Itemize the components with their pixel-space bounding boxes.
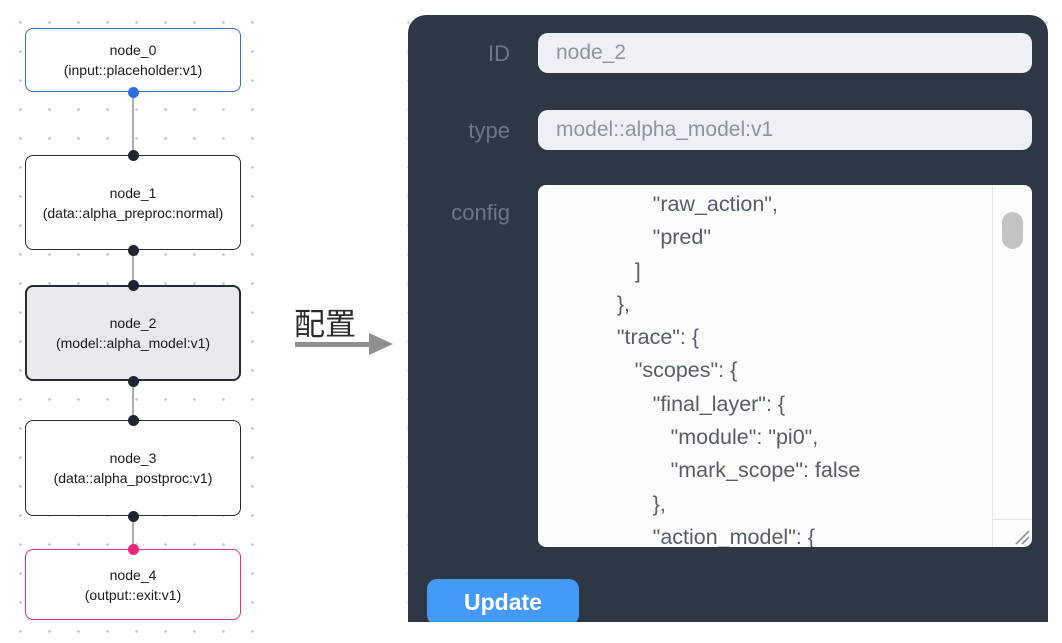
port-in-node_4[interactable] bbox=[128, 544, 139, 555]
id-input[interactable] bbox=[538, 33, 1032, 73]
port-in-node_1[interactable] bbox=[128, 150, 139, 161]
node-type-label: (output::exit:v1) bbox=[84, 586, 182, 603]
node-type-label: (data::alpha_postproc:v1) bbox=[53, 470, 213, 486]
port-out-node_2[interactable] bbox=[128, 376, 139, 387]
flow-node-node_2-selected[interactable]: node_2 (model::alpha_model:v1) bbox=[25, 285, 241, 381]
transition-label: 配置 bbox=[294, 307, 356, 342]
config-scrollbar-thumb[interactable] bbox=[1002, 212, 1023, 249]
port-in-node_3[interactable] bbox=[128, 415, 139, 426]
node-name: node_4 bbox=[109, 566, 157, 583]
id-field-label: ID bbox=[488, 41, 510, 66]
edge-node1-node2 bbox=[132, 250, 134, 285]
edge-node2-node3 bbox=[132, 381, 134, 420]
port-out-node_0[interactable] bbox=[128, 87, 139, 98]
config-scrollbar-corner-divider bbox=[992, 519, 1032, 520]
type-input[interactable] bbox=[538, 110, 1032, 150]
config-field-label: config bbox=[451, 200, 510, 225]
node-name: node_3 bbox=[109, 450, 157, 466]
flow-node-node_3[interactable]: node_3 (data::alpha_postproc:v1) bbox=[25, 420, 241, 516]
config-json-text: "raw_action", "pred" ] }, "trace": { "sc… bbox=[616, 192, 861, 547]
node-name: node_1 bbox=[109, 184, 157, 201]
config-scrollbar-track-divider bbox=[992, 185, 993, 547]
node-type-label: (data::alpha_preproc:normal) bbox=[42, 204, 224, 221]
edge-node3-node4 bbox=[132, 516, 134, 549]
port-out-node_3[interactable] bbox=[128, 511, 139, 522]
flow-node-node_4[interactable]: node_4 (output::exit:v1) bbox=[25, 549, 241, 620]
right-arrow-head-icon bbox=[369, 333, 393, 355]
flow-node-node_0[interactable]: node_0 (input::placeholder:v1) bbox=[25, 28, 241, 92]
port-out-node_1[interactable] bbox=[128, 245, 139, 256]
node-name: node_2 bbox=[109, 315, 157, 331]
type-field-label: type bbox=[468, 118, 510, 143]
config-editor[interactable]: "raw_action", "pred" ] }, "trace": { "sc… bbox=[538, 185, 1032, 547]
flow-node-node_1[interactable]: node_1 (data::alpha_preproc:normal) bbox=[25, 155, 241, 250]
node-type-label: (model::alpha_model:v1) bbox=[55, 335, 211, 351]
node-inspector-panel: ID type config "raw_action", "pred" ] },… bbox=[408, 15, 1048, 622]
port-in-node_2[interactable] bbox=[128, 280, 139, 291]
node-type-label: (input::placeholder:v1) bbox=[63, 62, 203, 78]
update-button[interactable]: Update bbox=[427, 579, 579, 622]
right-arrow-icon bbox=[295, 342, 371, 347]
config-resize-handle-icon[interactable] bbox=[1012, 527, 1030, 545]
node-name: node_0 bbox=[109, 42, 157, 58]
edge-node0-node1 bbox=[132, 92, 134, 155]
